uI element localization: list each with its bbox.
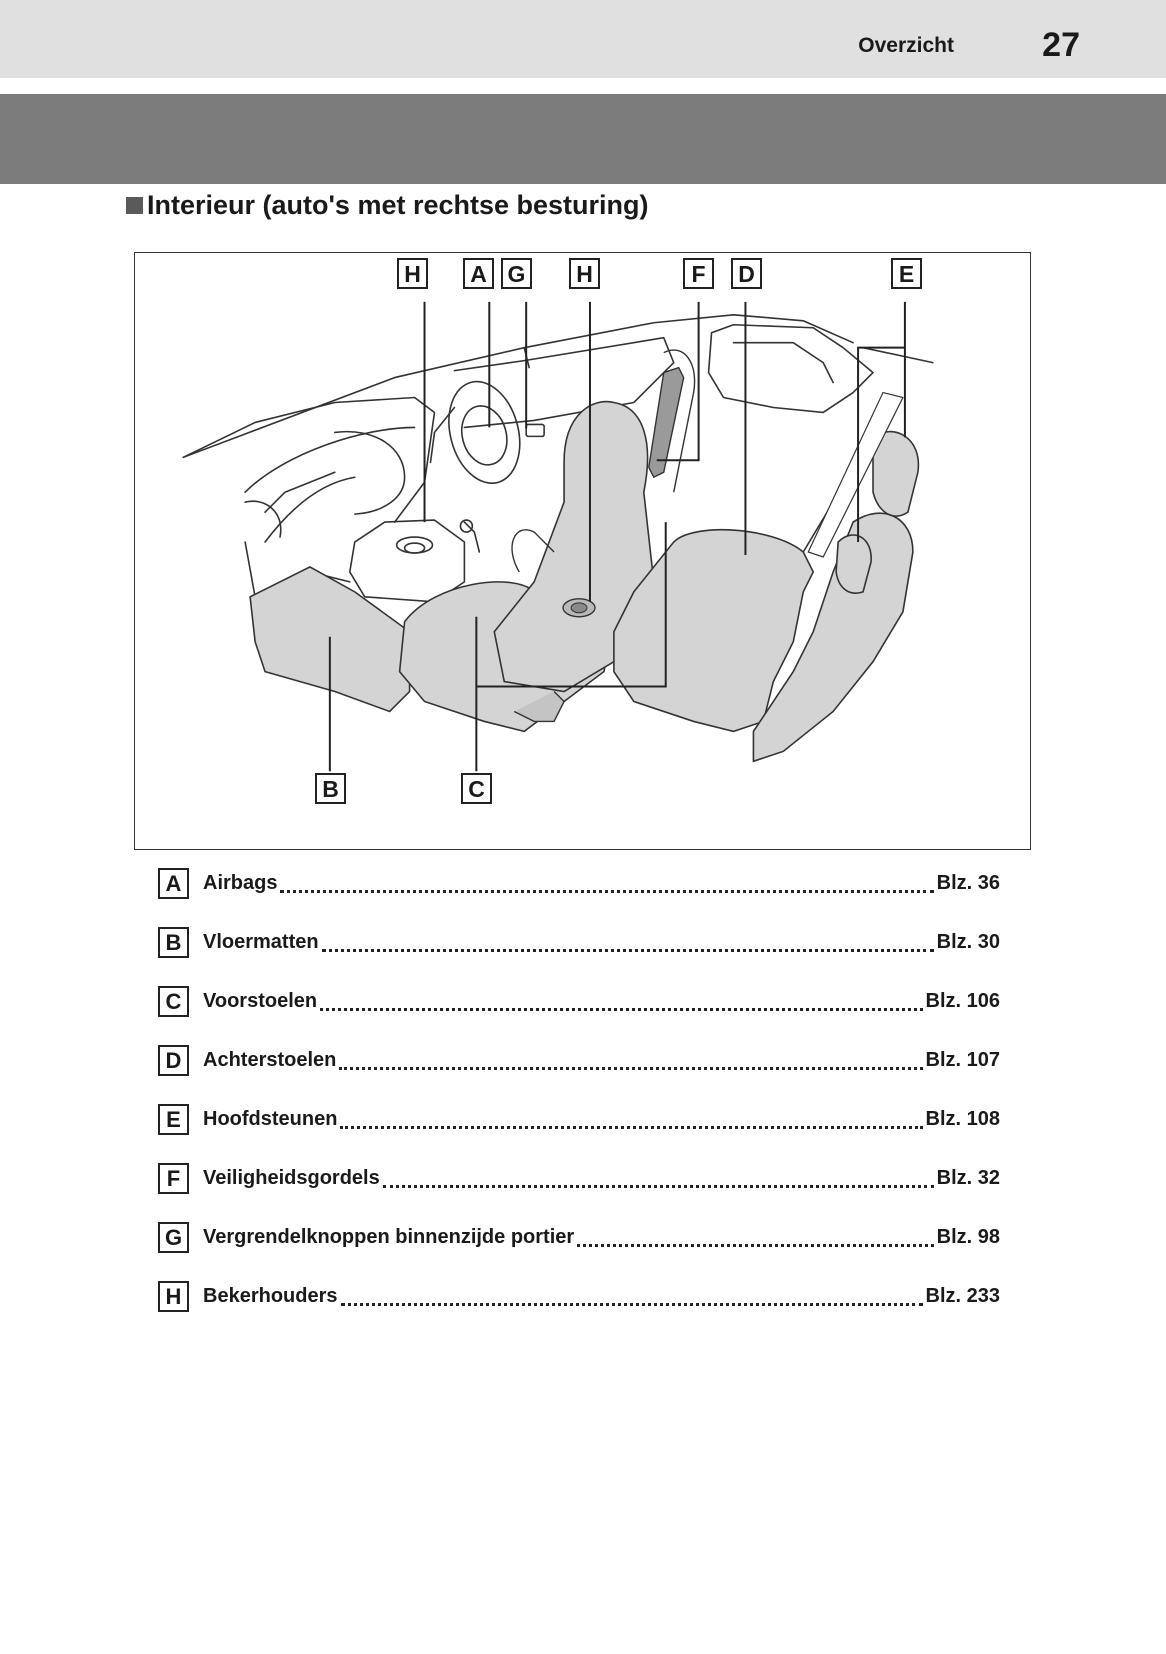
header-band	[0, 0, 1166, 78]
section-heading: Interieur (auto's met rechtse besturing)	[126, 190, 649, 221]
legend-key: A	[158, 868, 189, 899]
page-reference: Blz. 108	[925, 1108, 1000, 1130]
page-reference: Blz. 107	[925, 1049, 1000, 1071]
callout-f-seatbelt: F	[683, 258, 714, 289]
legend-key: H	[158, 1281, 189, 1312]
legend-label: Vloermatten	[203, 931, 319, 953]
callout-h-cupholder-seat: H	[569, 258, 600, 289]
callout-g-lock-knob: G	[501, 258, 532, 289]
legend-label: Achterstoelen	[203, 1049, 337, 1071]
callout-h-cupholder-console: H	[397, 258, 428, 289]
dot-leader	[577, 1224, 934, 1247]
legend-key: G	[158, 1222, 189, 1253]
callout-e-headrests: E	[891, 258, 922, 289]
legend-key: B	[158, 927, 189, 958]
callout-a-airbags: A	[463, 258, 494, 289]
legend-label: Vergrendelknoppen binnenzijde portier	[203, 1226, 575, 1248]
legend-item: D Achterstoelen Blz. 107	[158, 1045, 1000, 1076]
dot-leader	[320, 988, 923, 1011]
legend-key: F	[158, 1163, 189, 1194]
legend-item: G Vergrendelknoppen binnenzijde portier …	[158, 1222, 1000, 1253]
callout-c-front-seats: C	[461, 773, 492, 804]
page-reference: Blz. 32	[936, 1167, 1000, 1189]
chapter-band	[0, 94, 1166, 184]
legend-item: A Airbags Blz. 36	[158, 868, 1000, 899]
legend-label: Hoofdsteunen	[203, 1108, 338, 1130]
page-reference: Blz. 36	[936, 872, 1000, 894]
dot-leader	[280, 870, 934, 893]
page-reference: Blz. 98	[936, 1226, 1000, 1248]
page-reference: Blz. 30	[936, 931, 1000, 953]
section-name: Overzicht	[858, 34, 954, 57]
dot-leader	[382, 1165, 934, 1188]
callout-b-floor-mats: B	[315, 773, 346, 804]
dot-leader	[340, 1283, 923, 1306]
dot-leader	[321, 929, 934, 952]
legend-label: Airbags	[203, 872, 278, 894]
legend-key: C	[158, 986, 189, 1017]
legend-item: H Bekerhouders Blz. 233	[158, 1281, 1000, 1312]
car-interior-drawing	[182, 301, 934, 772]
page-reference: Blz. 233	[925, 1285, 1000, 1307]
legend-key: E	[158, 1104, 189, 1135]
heading-text: Interieur (auto's met rechtse besturing)	[147, 190, 649, 220]
legend-item: C Voorstoelen Blz. 106	[158, 986, 1000, 1017]
legend-list: A Airbags Blz. 36 B Vloermatten Blz. 30 …	[158, 868, 1000, 1340]
dot-leader	[339, 1047, 923, 1070]
page-reference: Blz. 106	[925, 990, 1000, 1012]
dot-leader	[340, 1106, 923, 1129]
legend-item: F Veiligheidsgordels Blz. 32	[158, 1163, 1000, 1194]
legend-key: D	[158, 1045, 189, 1076]
callout-d-rear-seats: D	[731, 258, 762, 289]
legend-item: E Hoofdsteunen Blz. 108	[158, 1104, 1000, 1135]
legend-item: B Vloermatten Blz. 30	[158, 927, 1000, 958]
interior-illustration: H A G H F D E B C	[134, 252, 1031, 850]
page-number: 27	[1042, 26, 1080, 64]
heading-square-icon	[126, 197, 143, 214]
legend-label: Veiligheidsgordels	[203, 1167, 380, 1189]
legend-label: Voorstoelen	[203, 990, 318, 1012]
legend-label: Bekerhouders	[203, 1285, 338, 1307]
